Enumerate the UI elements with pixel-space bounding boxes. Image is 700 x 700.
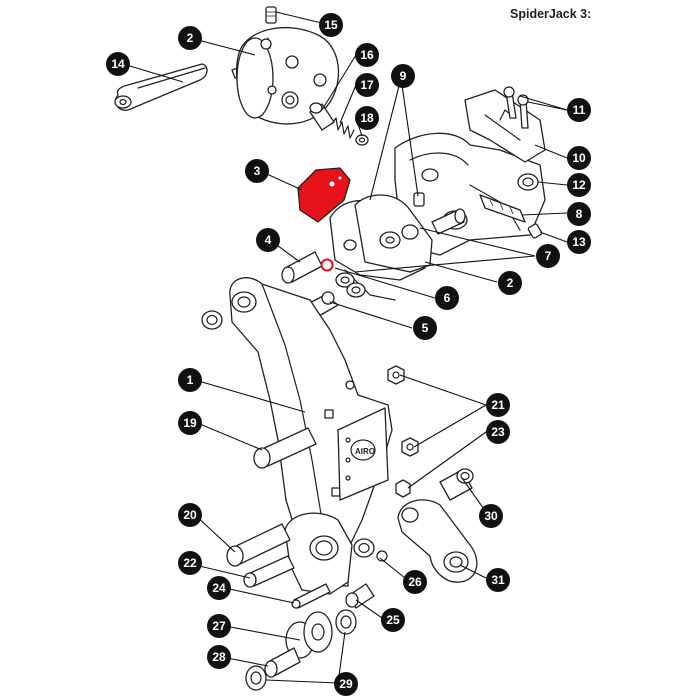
callout-31: 31: [486, 568, 510, 592]
washer-screw-part-18: [355, 134, 369, 146]
nut-part-21-upper: [387, 365, 405, 385]
callout-17-label: 17: [360, 78, 374, 92]
callout-29: 29: [334, 672, 358, 696]
spacer-part-26: [353, 538, 388, 562]
clamp-bracket-part-10: [464, 89, 546, 163]
callout-26: 26: [403, 570, 427, 594]
callout-2-right-label: 2: [507, 276, 514, 290]
lower-arm-part: [284, 512, 353, 595]
callout-23-label: 23: [491, 425, 505, 439]
callout-10: 10: [567, 146, 591, 170]
callout-18-label: 18: [360, 111, 374, 125]
callout-29-label: 29: [339, 677, 353, 691]
callout-2-top: 2: [178, 26, 202, 50]
callout-10-label: 10: [572, 151, 586, 165]
callout-19: 19: [178, 411, 202, 435]
callout-30: 30: [479, 504, 503, 528]
callout-25-label: 25: [386, 613, 400, 627]
callout-11-label: 11: [573, 103, 586, 117]
callout-3-label: 3: [254, 164, 261, 178]
link-arm-part-31: [397, 499, 478, 583]
callout-5-label: 5: [422, 321, 429, 335]
callout-26-label: 26: [408, 575, 422, 589]
pin-part-20: [226, 523, 291, 567]
screw-part-13: [527, 223, 543, 239]
callout-12: 12: [567, 173, 591, 197]
washer-part-left: [201, 310, 223, 330]
callout-19-label: 19: [183, 416, 197, 430]
callout-21: 21: [486, 393, 510, 417]
axle-part-28: [264, 647, 301, 678]
plate-logo-text: AIRO: [355, 447, 375, 456]
callout-8-label: 8: [576, 207, 583, 221]
callout-9: 9: [391, 64, 415, 88]
callout-2-top-label: 2: [187, 31, 194, 45]
washer-part-29: [245, 609, 357, 691]
callout-6: 6: [435, 286, 459, 310]
callout-17: 17: [355, 73, 379, 97]
bushing-part-30: [439, 468, 474, 501]
nut-part-6: [320, 258, 366, 298]
callout-9-label: 9: [400, 69, 407, 83]
callout-14: 14: [106, 52, 130, 76]
callout-25: 25: [381, 608, 405, 632]
callout-2-right: 2: [498, 271, 522, 295]
callout-7: 7: [536, 244, 560, 268]
callout-31-label: 31: [491, 573, 505, 587]
callout-27-label: 27: [212, 619, 226, 633]
callout-28-label: 28: [212, 650, 226, 664]
nut-part-23: [395, 479, 411, 498]
nut-part-21-lower: [401, 437, 419, 457]
callout-6-label: 6: [444, 291, 451, 305]
callout-30-label: 30: [484, 509, 498, 523]
pin-part-19: [253, 427, 317, 469]
set-screw-part: [265, 6, 277, 24]
small-screw-part-9: [413, 192, 425, 207]
callout-13-label: 13: [572, 235, 586, 249]
highlighted-cover-part: [297, 167, 351, 223]
callout-12-label: 12: [572, 178, 586, 192]
callout-22-label: 22: [183, 556, 197, 570]
pin-part-22: [243, 555, 295, 588]
rail-part-8: [479, 194, 526, 223]
callout-11: 11: [567, 98, 591, 122]
callout-20-label: 20: [183, 508, 197, 522]
callout-28: 28: [207, 645, 231, 669]
callout-7-label: 7: [545, 249, 552, 263]
axle-bolt-part: [431, 208, 466, 235]
callout-22: 22: [178, 551, 202, 575]
callout-20: 20: [178, 503, 202, 527]
callout-18: 18: [355, 106, 379, 130]
pins-part-11: [503, 86, 529, 129]
ring-part-12: [517, 173, 539, 191]
callout-13: 13: [567, 230, 591, 254]
pin-part-25: [345, 583, 375, 609]
callout-23: 23: [486, 420, 510, 444]
diagram-title: SpiderJack 3:: [510, 7, 592, 21]
callout-24-label: 24: [212, 581, 226, 595]
callout-24: 24: [207, 576, 231, 600]
callout-16: 16: [355, 43, 379, 67]
pin-part-24: [291, 583, 331, 609]
side-plate-part: [329, 194, 433, 301]
callout-4: 4: [256, 228, 280, 252]
callout-4-label: 4: [265, 233, 272, 247]
spring-part-17: [331, 117, 355, 139]
callout-27: 27: [207, 614, 231, 638]
callout-1-label: 1: [187, 373, 194, 387]
callout-16-label: 16: [360, 48, 374, 62]
callout-15-label: 15: [324, 18, 338, 32]
pin-part-4: [281, 251, 323, 284]
callout-21-label: 21: [491, 398, 505, 412]
bushing-part-16: [309, 102, 335, 131]
logo-plate: AIRO: [337, 407, 389, 501]
callout-3: 3: [245, 159, 269, 183]
callout-1: 1: [178, 368, 202, 392]
crank-housing-part: [235, 27, 340, 125]
callout-15: 15: [319, 13, 343, 37]
callout-5: 5: [413, 316, 437, 340]
callout-8: 8: [567, 202, 591, 226]
callout-14-label: 14: [111, 57, 125, 71]
